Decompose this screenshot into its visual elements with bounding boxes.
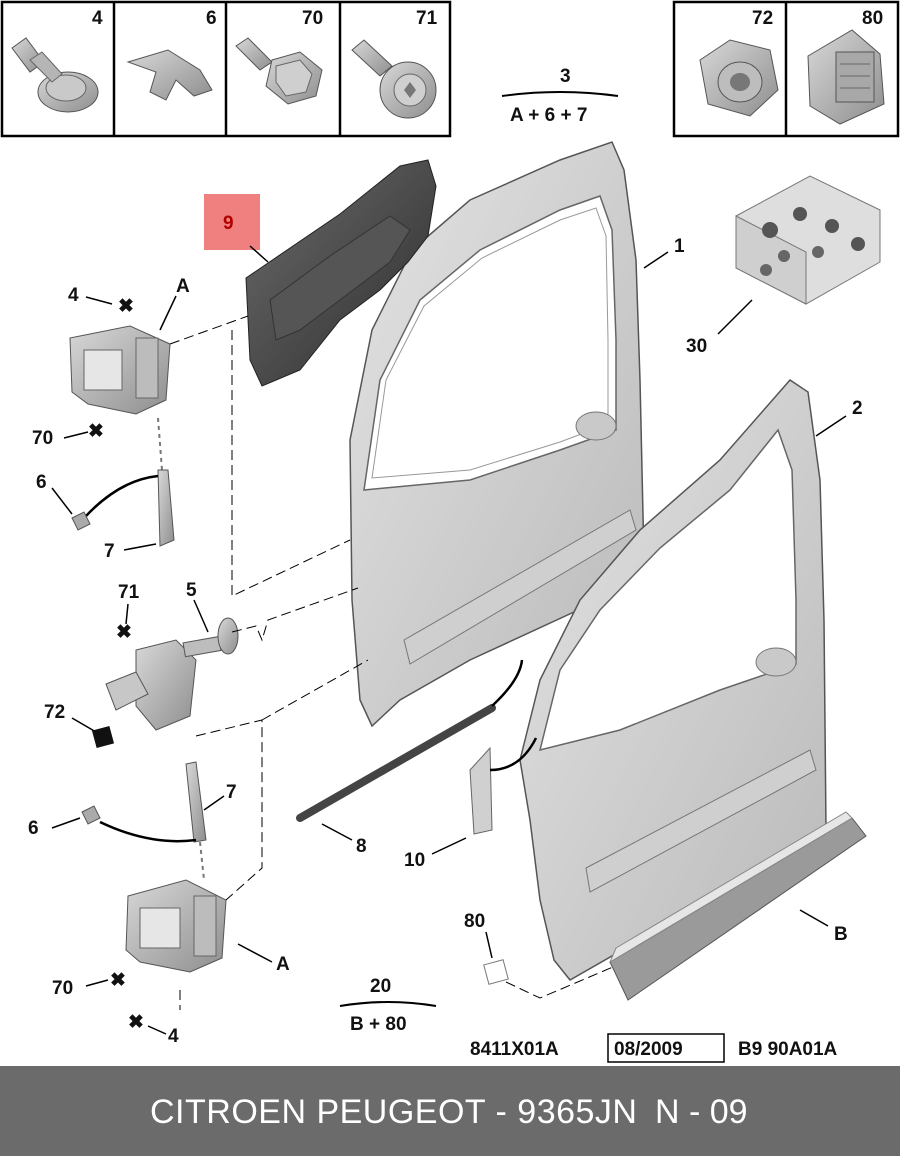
callout-71: 71	[118, 582, 140, 603]
callout-A-top: A	[176, 276, 190, 297]
callout-70-bottom: 70	[52, 978, 73, 999]
fastener-label-6: 6	[206, 8, 217, 29]
screw-70-icon	[235, 37, 323, 105]
callout-1: 1	[674, 236, 685, 257]
x-mark-70-bottom-icon: ✖	[110, 970, 126, 991]
screw-4-icon	[11, 37, 99, 113]
callout-4-top: 4	[68, 285, 79, 306]
part-30-kit	[735, 175, 881, 305]
callout-7-bottom: 7	[226, 782, 237, 803]
check-strap	[105, 617, 239, 731]
callout-5: 5	[186, 580, 197, 601]
fastener-label-71: 71	[416, 8, 438, 29]
date-box	[607, 1033, 725, 1063]
fastener-box-left: 4 6 70 71	[0, 0, 452, 138]
fastener-label-4: 4	[92, 8, 103, 29]
ref-code-1: 8411X01A	[470, 1039, 559, 1060]
nut-72-marker-icon	[91, 725, 115, 749]
callout-20: 20 B + 80	[339, 976, 437, 1035]
seal-strip-8	[296, 704, 496, 822]
callout-70-top: 70	[32, 428, 53, 449]
callout-3-number: 3	[560, 66, 571, 87]
sill-trim-b	[608, 811, 867, 1001]
clip-6-icon	[126, 49, 213, 101]
connection-lines	[169, 315, 621, 1010]
fastener-box-right: 72 80	[672, 0, 900, 138]
callout-4-bottom: 4	[168, 1026, 179, 1047]
x-mark-70-top-icon: ✖	[88, 421, 104, 442]
lower-hinge	[125, 879, 227, 973]
callout-10: 10	[404, 850, 425, 871]
callout-80: 80	[464, 911, 485, 932]
callout-8: 8	[356, 836, 367, 857]
footer-bar: CITROEN PEUGEOT - 9365JN N - 09	[0, 1066, 900, 1156]
fastener-label-70: 70	[302, 8, 323, 29]
callout-30: 30	[686, 336, 707, 357]
callout-6-top: 6	[36, 472, 47, 493]
fastener-label-72: 72	[752, 8, 773, 29]
callout-2: 2	[852, 398, 863, 419]
ref-code-2: B9 90A01A	[738, 1039, 838, 1060]
callout-20-number: 20	[370, 976, 391, 997]
part-10	[469, 746, 493, 835]
callout-A-bottom: A	[276, 954, 290, 975]
highlight-box-9	[204, 194, 260, 250]
footer-page: N - 09	[655, 1093, 748, 1131]
screw-71-icon	[351, 39, 437, 119]
callout-9: 9	[223, 213, 234, 234]
clip-80-marker-icon	[483, 959, 509, 985]
x-mark-71-icon: ✖	[116, 622, 132, 643]
callout-72: 72	[44, 702, 65, 723]
fastener-label-80: 80	[862, 8, 883, 29]
part-9-panel	[245, 159, 437, 387]
ref-date: 08/2009	[614, 1039, 683, 1060]
x-mark-4-bottom-icon: ✖	[128, 1012, 144, 1033]
x-mark-4-top-icon: ✖	[118, 296, 134, 317]
footer-title: CITROEN PEUGEOT - 9365JN	[150, 1093, 638, 1131]
door-1	[349, 141, 645, 728]
callout-3-formula: A + 6 + 7	[510, 105, 587, 126]
callout-6-bottom: 6	[28, 818, 39, 839]
callout-3: 3 A + 6 + 7	[501, 66, 619, 126]
callout-7-top: 7	[104, 541, 115, 562]
clip-80-icon	[807, 29, 885, 125]
upper-hinge	[69, 325, 171, 415]
callout-B: B	[834, 924, 848, 945]
nut-72-icon	[699, 39, 779, 117]
callout-20-formula: B + 80	[350, 1014, 407, 1035]
door-2	[519, 379, 827, 981]
parts-diagram: 4 6 70 71 72 80	[0, 0, 900, 1063]
